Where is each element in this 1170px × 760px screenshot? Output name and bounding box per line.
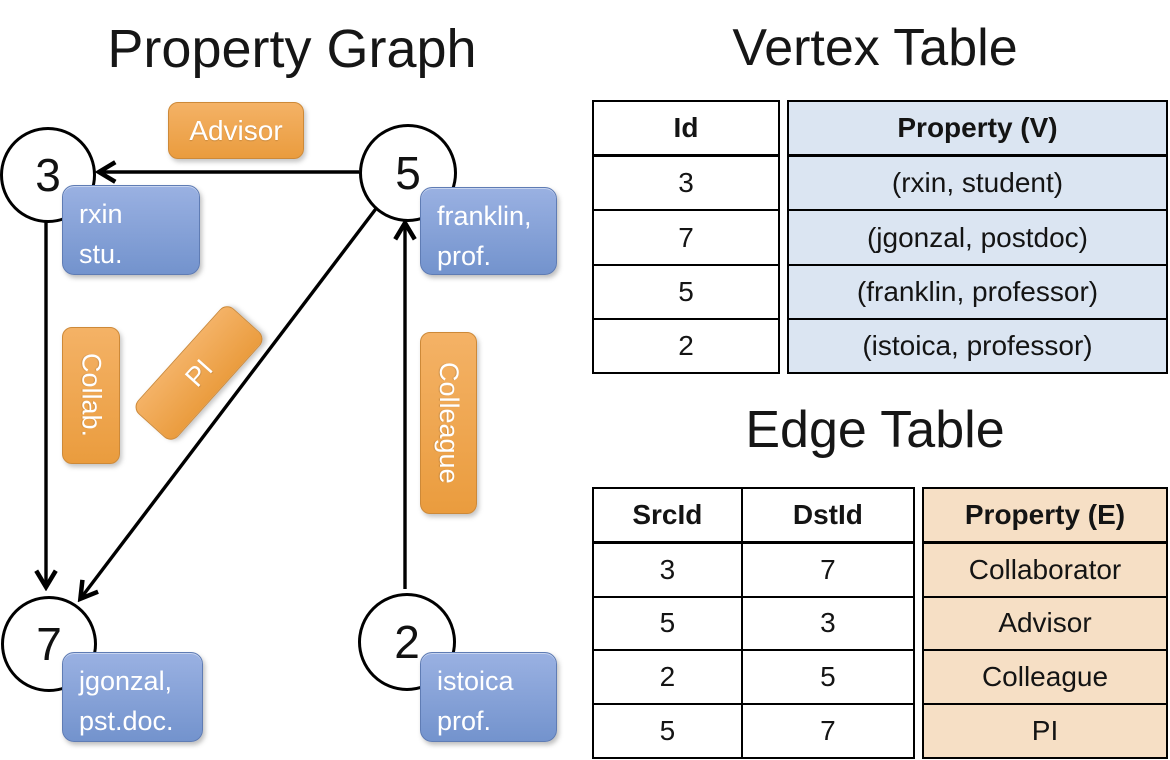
edge-5-to-7 [81,204,380,598]
edge-table-row: 5 3 [594,595,913,650]
vertex-property-line: franklin, [437,201,532,231]
edge-label-collab: Collab. [62,327,120,464]
edge-label-colleague: Colleague [420,332,477,514]
edge-table-srcid-header: SrcId [632,498,703,530]
graph-node-5: 5 [359,124,457,222]
vertex-property-box-2: istoica prof. [420,652,557,742]
property-graph-title: Property Graph [107,19,477,79]
edge-table-dstid-header: DstId [740,489,913,541]
edge-property-cell: Colleague [924,649,1166,703]
vertex-id-cell: 3 [594,155,778,209]
vertex-table-property-header: Property (V) [789,102,1166,156]
vertex-property-box-5: franklin, prof. [420,187,557,275]
edge-label-advisor: Advisor [168,102,304,159]
vertex-property-cell: (franklin, professor) [789,263,1166,318]
vertex-property-line: jgonzal, [79,666,173,696]
edge-property-cell: PI [924,703,1166,757]
vertex-property-line: istoica [437,666,514,696]
edge-dstid-cell: 3 [740,597,913,650]
vertex-id-cell: 5 [594,263,778,318]
edge-dstid-cell: 5 [740,651,913,704]
vertex-property-line: prof. [437,706,492,736]
edge-property-cell: Advisor [924,595,1166,650]
edge-table-src-dst-columns: SrcId DstId 3 7 5 3 2 5 5 7 [592,487,915,759]
edge-table-header-row: SrcId DstId [594,489,913,542]
edge-srcid-cell: 2 [659,661,676,693]
vertex-table-id-column: Id 3 7 5 2 [592,100,780,374]
vertex-table-title: Vertex Table [732,19,1018,77]
vertex-property-line: pst.doc. [79,706,174,736]
edge-srcid-cell: 5 [659,607,676,639]
edge-table-property-header: Property (E) [924,489,1166,542]
vertex-property-line: rxin [79,199,123,229]
vertex-property-line: stu. [79,239,123,269]
edge-table-row: 2 5 [594,649,913,704]
vertex-table-property-column: Property (V) (rxin, student) (jgonzal, p… [787,100,1168,374]
vertex-property-box-3: rxin stu. [62,185,200,275]
edge-table-row: 3 7 [594,541,913,596]
edge-table-row: 5 7 [594,703,913,757]
edge-dstid-cell: 7 [740,705,913,757]
edge-table-property-column: Property (E) Collaborator Advisor Collea… [922,487,1168,759]
vertex-property-cell: (istoica, professor) [789,317,1166,372]
graph-node-2: 2 [358,593,456,691]
edge-srcid-cell: 5 [659,715,676,747]
vertex-id-cell: 7 [594,209,778,263]
graph-edges-layer [0,0,585,760]
vertex-property-cell: (rxin, student) [789,155,1166,209]
vertex-property-line: prof. [437,241,492,271]
edge-dstid-cell: 7 [740,543,913,596]
vertex-property-cell: (jgonzal, postdoc) [789,209,1166,263]
vertex-property-box-7: jgonzal, pst.doc. [62,652,203,742]
edge-property-cell: Collaborator [924,541,1166,596]
edge-table-title: Edge Table [745,401,1005,459]
vertex-id-cell: 2 [594,317,778,372]
edge-srcid-cell: 3 [659,553,676,585]
vertex-table-id-header: Id [594,102,778,156]
